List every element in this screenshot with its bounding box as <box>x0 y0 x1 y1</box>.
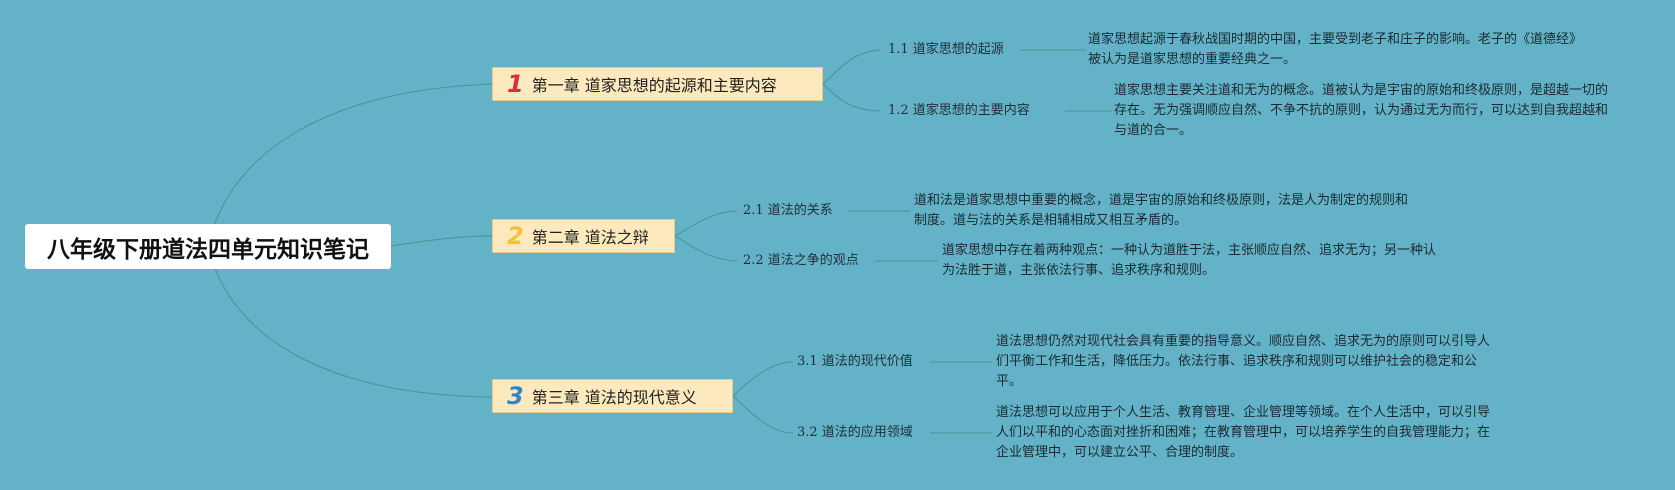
topic-3-2-label: 3.2 道法的应用领域 <box>797 425 913 440</box>
topic-1-2[interactable]: 1.2 道家思想的主要内容 <box>888 102 1030 120</box>
link-root-ch1 <box>207 83 493 247</box>
link-ch2-t2 <box>674 235 738 262</box>
topic-3-2-desc: 道法思想可以应用于个人生活、教育管理、企业管理等领域。在个人生活中，可以引导人们… <box>996 405 1491 460</box>
topic-2-1-label: 2.1 道法的关系 <box>743 203 833 218</box>
topic-3-1-desc: 道法思想仍然对现代社会具有重要的指导意义。顺应自然、追求无为的原则可以引导人们平… <box>996 334 1491 389</box>
link-ch1-t1 <box>822 49 881 85</box>
topic-2-2[interactable]: 2.2 道法之争的观点 <box>743 252 859 270</box>
topic-1-1-label: 1.1 道家思想的起源 <box>888 42 1004 57</box>
topic-3-1[interactable]: 3.1 道法的现代价值 <box>797 353 913 371</box>
topic-2-1-desc: 道和法是道家思想中重要的概念，道是宇宙的原始和终极原则，法是人为制定的规则和制度… <box>914 193 1409 228</box>
topic-1-1[interactable]: 1.1 道家思想的起源 <box>888 41 1004 59</box>
chapter-3-number: 3 <box>507 382 524 410</box>
chapter-2-number: 2 <box>507 222 524 250</box>
topic-1-1-desc: 道家思想起源于春秋战国时期的中国，主要受到老子和庄子的影响。老子的《道德经》被认… <box>1088 32 1583 67</box>
link-root-ch2 <box>390 235 493 247</box>
topic-1-2-label: 1.2 道家思想的主要内容 <box>888 103 1030 118</box>
chapter-2-node[interactable]: 2 第二章 道法之辩 <box>492 219 675 253</box>
root-title: 八年级下册道法四单元知识笔记 <box>47 236 369 263</box>
link-root-ch3 <box>207 245 493 398</box>
chapter-3-node[interactable]: 3 第三章 道法的现代意义 <box>492 379 733 413</box>
chapter-3-title: 第三章 道法的现代意义 <box>531 388 697 407</box>
link-ch1-t2 <box>822 83 881 112</box>
connector-lines <box>207 49 1112 434</box>
topic-3-1-label: 3.1 道法的现代价值 <box>797 354 913 369</box>
chapter-1-number: 1 <box>507 70 524 98</box>
topic-2-2-desc: 道家思想中存在着两种观点：一种认为道胜于法，主张顺应自然、追求无为；另一种认为法… <box>942 243 1437 278</box>
chapter-2-title: 第二章 道法之辩 <box>531 228 649 247</box>
root-topic[interactable]: 八年级下册道法四单元知识笔记 <box>25 224 391 269</box>
topic-2-2-label: 2.2 道法之争的观点 <box>743 253 859 268</box>
topic-3-2[interactable]: 3.2 道法的应用领域 <box>797 424 913 442</box>
chapter-1-title: 第一章 道家思想的起源和主要内容 <box>531 76 777 95</box>
link-ch2-t1 <box>674 210 738 237</box>
link-ch3-t2 <box>732 395 794 434</box>
topic-1-2-desc: 道家思想主要关注道和无为的概念。道被认为是宇宙的原始和终极原则，是超越一切的存在… <box>1114 83 1609 138</box>
chapter-1-node[interactable]: 1 第一章 道家思想的起源和主要内容 <box>492 67 823 101</box>
topic-2-1[interactable]: 2.1 道法的关系 <box>743 202 833 220</box>
link-ch3-t1 <box>732 361 794 397</box>
